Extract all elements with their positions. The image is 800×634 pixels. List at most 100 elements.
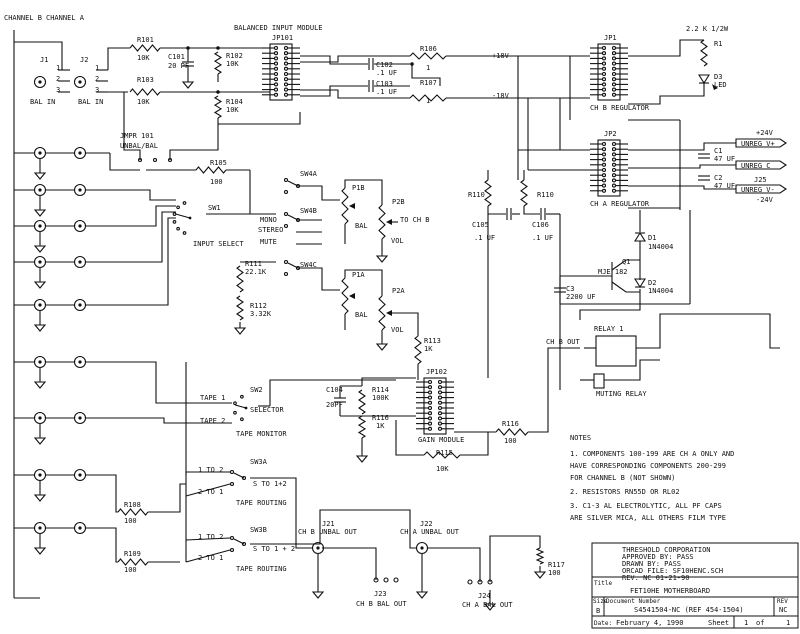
wire: [344, 269, 383, 296]
ground-triangle: [33, 437, 47, 445]
header-pin: [601, 178, 607, 183]
switch-contact: [295, 265, 301, 271]
diode-body: [634, 231, 646, 242]
diode-body: [698, 74, 710, 85]
header-pin: [611, 188, 617, 193]
ground-triangle: [33, 172, 47, 180]
r105-resistor: [195, 166, 227, 174]
header-pin: [427, 411, 433, 416]
ground-symbol: [355, 450, 369, 463]
c105-capacitor: [506, 208, 512, 220]
wire: [604, 359, 660, 381]
header-pin: [611, 92, 617, 97]
r117-value: 100: [548, 569, 561, 577]
sw1-rotary: [172, 201, 192, 235]
r1-label: R1: [714, 40, 722, 48]
pot-wiper-arrow: [349, 203, 355, 209]
j24-desc: CH A BAL OUT: [462, 601, 513, 609]
wire: [489, 535, 541, 582]
c104-capacitor: [334, 397, 346, 403]
xlr-pin: [487, 579, 493, 585]
tb-rev: NC: [779, 606, 787, 614]
wire: [392, 312, 419, 336]
header-pin: [283, 51, 289, 56]
unreg-vminus-label: UNREG V-: [741, 186, 775, 194]
q1-value: MJE 182: [598, 268, 628, 276]
wire: [560, 303, 641, 320]
ground-triangle: [355, 455, 369, 463]
r113-resistor: [414, 335, 422, 365]
header-pin: [601, 77, 607, 82]
c102-value: .1 UF: [376, 69, 397, 77]
switch-pivot: [188, 216, 192, 220]
header-pin: [283, 87, 289, 92]
jack-right-0: [73, 146, 87, 160]
header-pin: [273, 82, 279, 87]
xlr-pin: [393, 577, 399, 583]
r108-resistor: [117, 508, 149, 516]
header-pin: [601, 82, 607, 87]
j25-label: J25: [754, 176, 767, 184]
jack-ring: [73, 75, 87, 89]
jack-left-3: [33, 255, 47, 269]
sw4b-switch: [283, 211, 301, 229]
note-line-3: FOR CHANNEL B (NOT SHOWN): [570, 474, 675, 482]
j22-desc: CH A UNBAL OUT: [400, 528, 460, 536]
minus-24v-label: -24V: [756, 196, 774, 204]
header-pin: [611, 162, 617, 167]
sw3b-label: SW3B: [250, 526, 267, 534]
p1a-potentiometer: [341, 277, 349, 315]
header-pin: [601, 152, 607, 157]
jack-ring: [33, 75, 47, 89]
jp102-header: [416, 377, 454, 435]
header-pin: [601, 167, 607, 173]
ground-triangle: [33, 209, 47, 217]
jack-pin: [78, 80, 82, 84]
ground-triangle: [311, 591, 325, 599]
switch-contact: [182, 231, 187, 235]
wire: [344, 179, 383, 205]
j2-pin3: 3: [95, 86, 99, 94]
header-pin: [611, 77, 617, 82]
jp1-label: JP1: [604, 34, 617, 42]
jack-left-5: [33, 355, 47, 369]
r102-resistor: [213, 51, 223, 75]
jumper-pin: [167, 157, 173, 163]
switch-blade: [287, 262, 299, 269]
header-pin: [273, 66, 279, 71]
note-line-6: ARE SILVER MICA, ALL OTHERS FILM TYPE: [570, 514, 726, 522]
switch-contact: [172, 220, 177, 224]
r103-resistor: [129, 88, 161, 96]
r101-resistor: [129, 44, 161, 52]
j21-label: J21: [322, 520, 335, 528]
ground-triangle: [33, 324, 47, 332]
header-pin: [437, 421, 443, 426]
header-pin: [427, 379, 433, 385]
ground-triangle: [483, 603, 497, 611]
header-pin: [427, 405, 433, 411]
header-pin: [283, 66, 289, 71]
r109-label: R109: [124, 550, 141, 558]
jack-left-2: [33, 219, 47, 233]
ground-triangle: [375, 255, 389, 263]
jack-ring: [311, 541, 325, 555]
r117-label: R117: [548, 561, 565, 569]
led-arrow: [712, 84, 718, 90]
jack-left-0: [33, 146, 47, 160]
wire: [322, 547, 377, 580]
header-pin: [611, 173, 617, 178]
relay-coil: [593, 373, 605, 389]
c1-label: C1: [714, 147, 722, 155]
header-pin: [611, 178, 617, 183]
sw3b-routing: TAPE ROUTING: [236, 565, 287, 573]
wire: [110, 205, 176, 227]
jack-ring: [73, 521, 87, 535]
wiring: [13, 30, 780, 599]
tb-title: FET10HE MOTHERBOARD: [630, 587, 710, 595]
header-pin: [611, 82, 617, 87]
ground-symbol: [33, 167, 47, 180]
wire: [300, 85, 368, 97]
wire: [361, 377, 416, 386]
c102-label: C102: [376, 61, 393, 69]
ground-symbol: [533, 566, 547, 579]
